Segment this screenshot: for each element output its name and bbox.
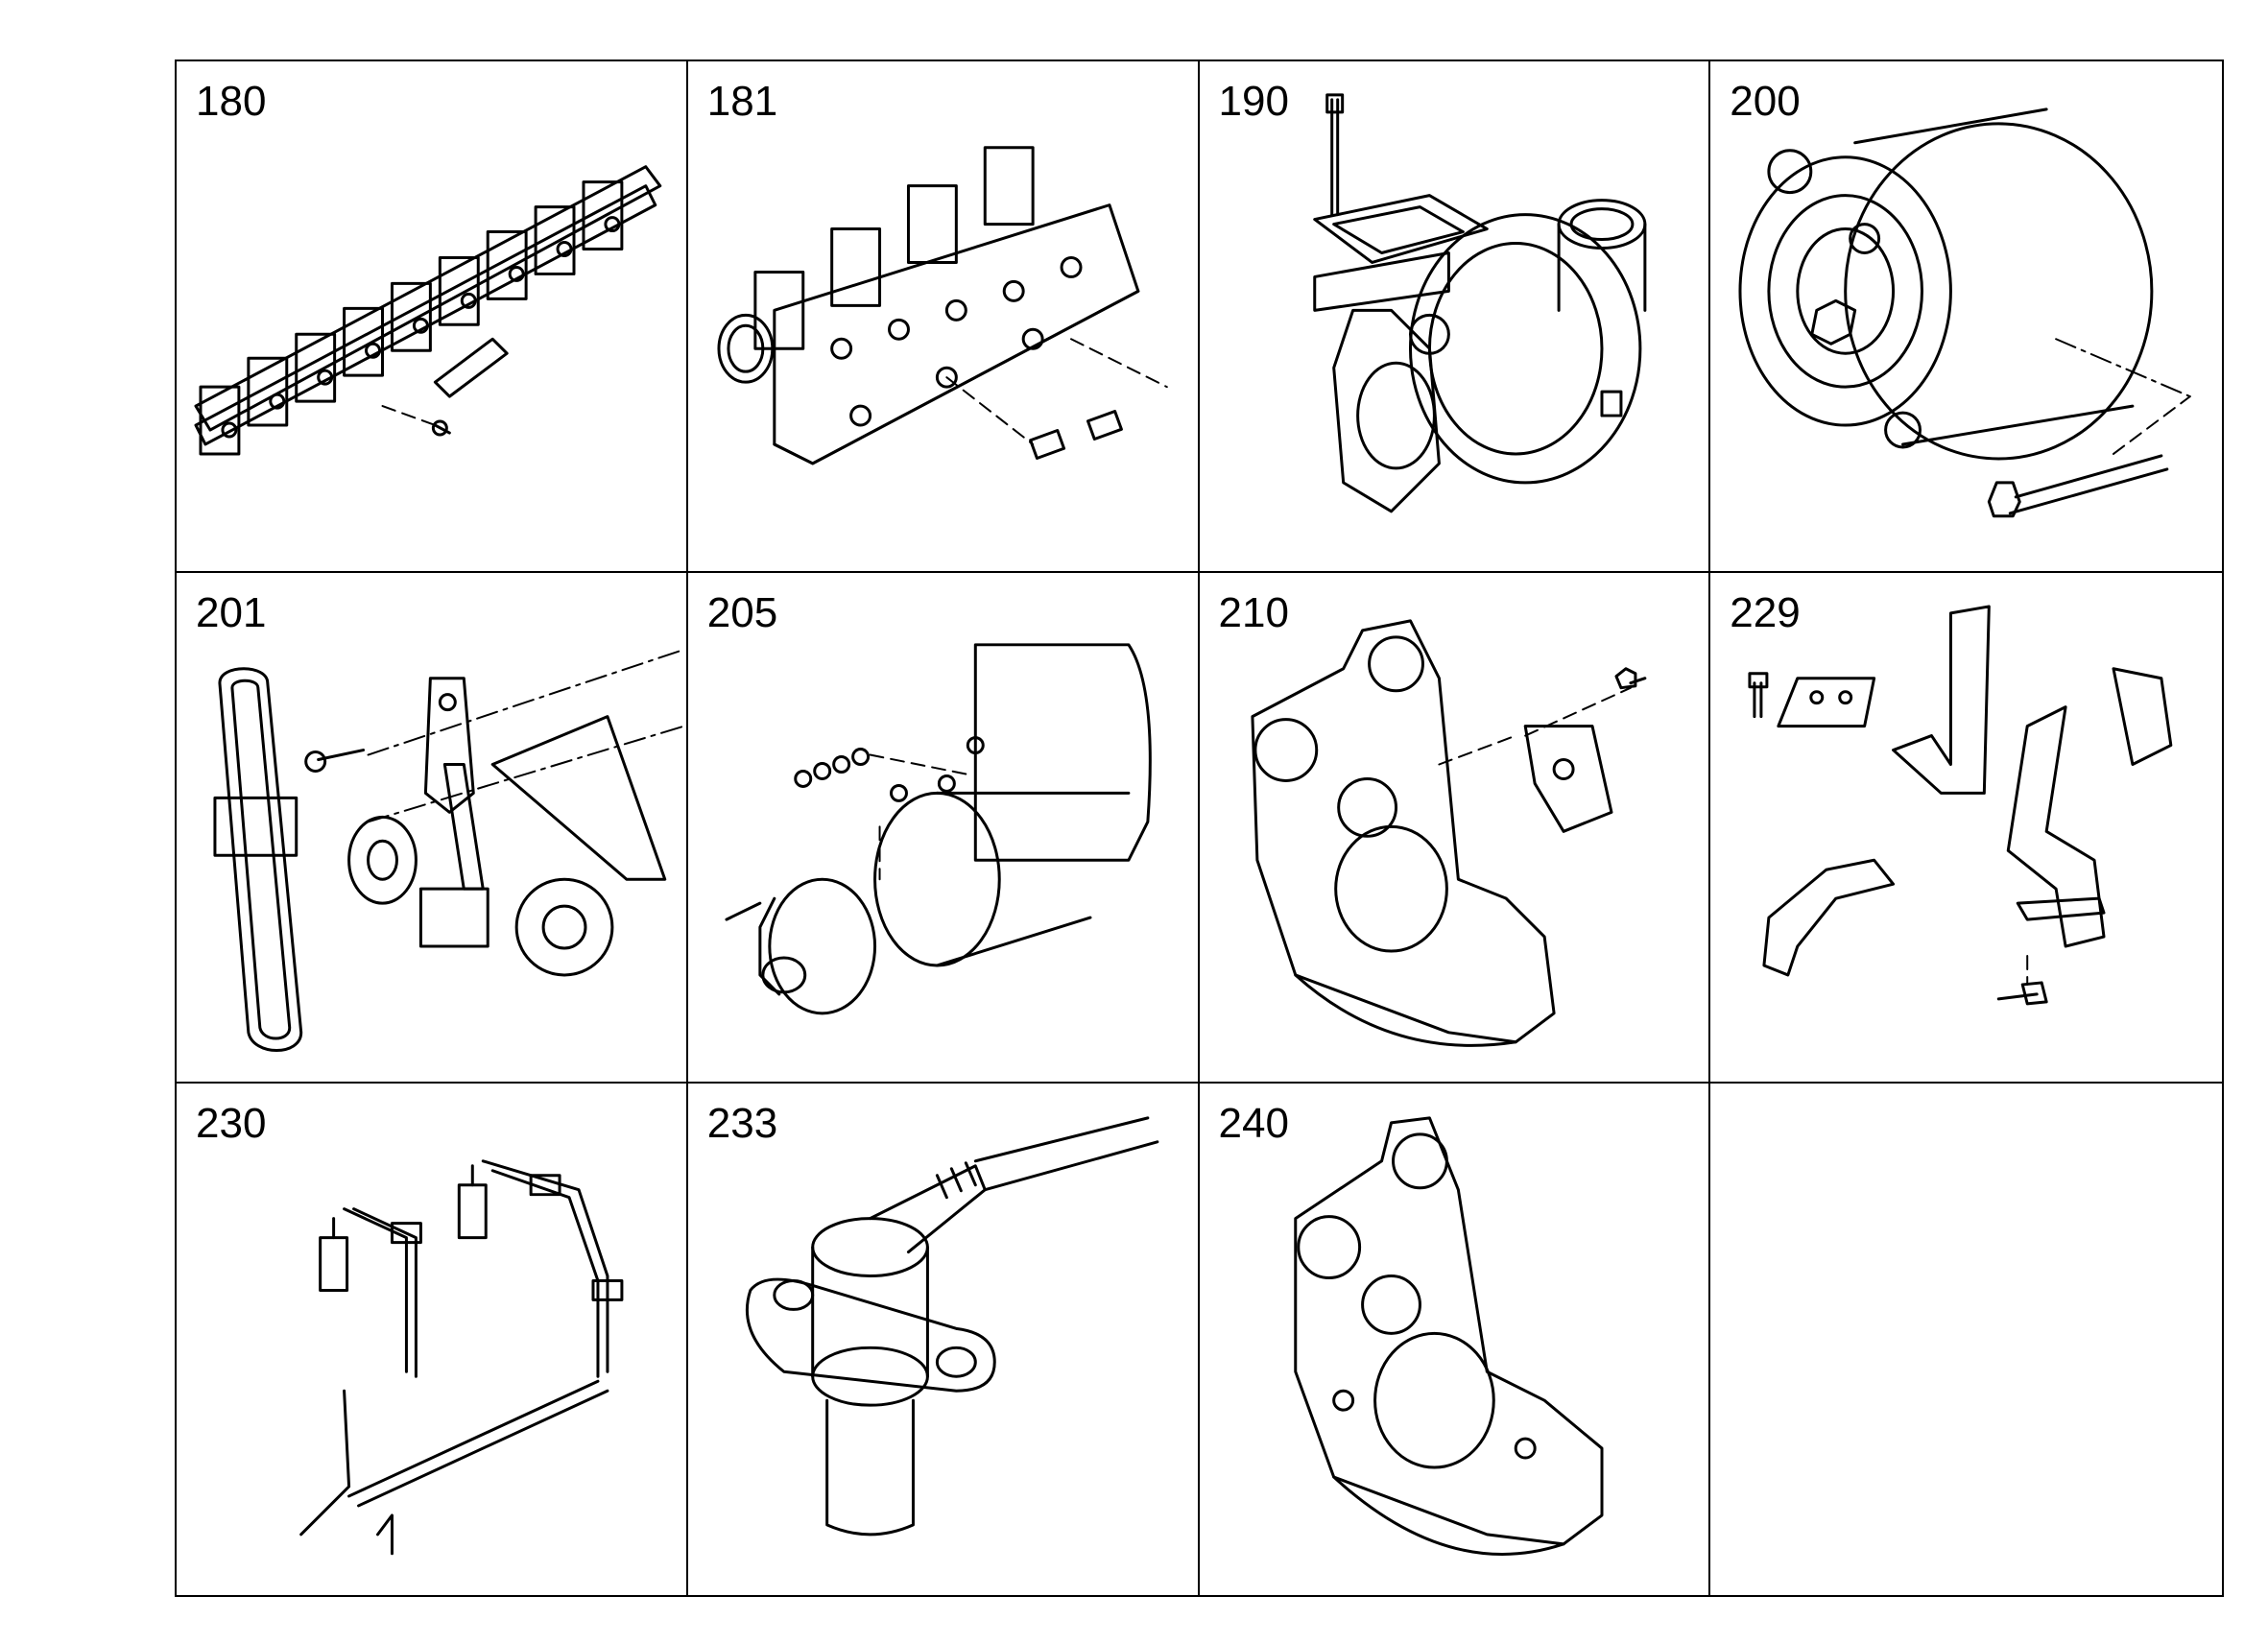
part-cell-240[interactable]: 240 [1200, 1084, 1711, 1595]
mounting-brackets-icon [1748, 605, 2173, 1006]
part-number: 180 [196, 78, 267, 125]
part-number: 210 [1218, 588, 1289, 636]
rocker-arm-assembly-icon [194, 165, 662, 456]
part-number: 181 [706, 78, 778, 125]
part-cell-229[interactable]: 229 [1710, 573, 2222, 1084]
flywheel-housing-icon [1293, 1116, 1604, 1557]
alternator-icon [1738, 107, 2192, 518]
timing-cover-icon [1250, 619, 1646, 1047]
turbocharger-icon [1312, 93, 1646, 513]
part-cell-210[interactable]: 210 [1199, 572, 1711, 1084]
part-cell-180[interactable]: 180 [177, 61, 688, 573]
part-cell-190[interactable]: 190 [1199, 61, 1711, 573]
part-number: 205 [706, 588, 778, 636]
part-number: 201 [196, 588, 267, 636]
part-number: 230 [196, 1100, 267, 1148]
part-cell-205[interactable]: 205 [687, 572, 1200, 1084]
part-cell-181[interactable]: 181 [687, 61, 1200, 573]
part-number: 233 [706, 1100, 778, 1148]
part-number: 200 [1730, 78, 1801, 125]
rocker-arm-assembly-with-gasket-icon [717, 146, 1168, 465]
part-number: 229 [1730, 588, 1801, 636]
parts-index-grid: 180 [175, 60, 2224, 1597]
part-number: 240 [1218, 1100, 1289, 1148]
part-cell-200[interactable]: 200 [1710, 61, 2222, 573]
speed-sensor-icon [745, 1116, 1159, 1537]
sensor-wiring-harness-icon [299, 1159, 624, 1556]
part-cell-233[interactable]: 233 [688, 1084, 1200, 1595]
empty-cell [1710, 1084, 2222, 1595]
part-cell-230[interactable]: 230 [177, 1084, 688, 1595]
starter-motor-icon [725, 642, 1152, 1015]
part-cell-201[interactable]: 201 [177, 572, 688, 1084]
drive-belt-and-tensioner-icon [213, 648, 685, 1052]
part-number: 190 [1218, 78, 1289, 125]
